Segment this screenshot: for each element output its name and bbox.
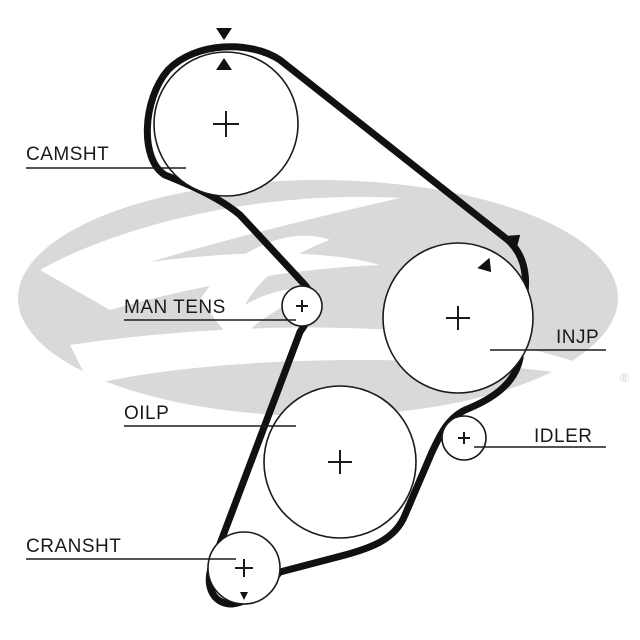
watermark-letter-g	[200, 235, 330, 345]
injection-pump-pulley	[382, 242, 534, 394]
crankshaft-pulley	[207, 531, 281, 605]
camshaft-pulley	[153, 51, 299, 197]
timing-mark-icon	[502, 234, 521, 252]
brand-watermark: ®	[18, 180, 629, 416]
registered-mark-icon: ®	[620, 371, 629, 385]
timing-mark-icon	[477, 257, 492, 273]
oil-pump-label: OILP	[124, 403, 169, 424]
label-idler: IDLER	[474, 426, 606, 448]
label-oil-pump: OILP	[124, 403, 296, 427]
oil-pump-pulley	[263, 385, 417, 539]
man-tens-label: MAN TENS	[124, 297, 226, 318]
timing-mark-icon	[216, 58, 232, 70]
injection-pump-label: INJP	[556, 327, 599, 348]
timing-mark-icon	[240, 592, 248, 600]
idler-label: IDLER	[534, 426, 592, 447]
label-camshaft: CAMSHT	[26, 144, 186, 169]
crankshaft-label: CRANSHT	[26, 536, 121, 557]
label-injection-pump: INJP	[490, 327, 606, 351]
timing-mark-icon	[216, 28, 232, 40]
idler-pulley	[441, 415, 487, 461]
label-man-tens: MAN TENS	[124, 297, 296, 321]
camshaft-label: CAMSHT	[26, 144, 109, 165]
label-crankshaft: CRANSHT	[26, 536, 236, 560]
timing-marks	[216, 28, 521, 600]
watermark-swoosh-upper	[40, 196, 400, 310]
manual-tensioner-pulley	[281, 285, 323, 327]
